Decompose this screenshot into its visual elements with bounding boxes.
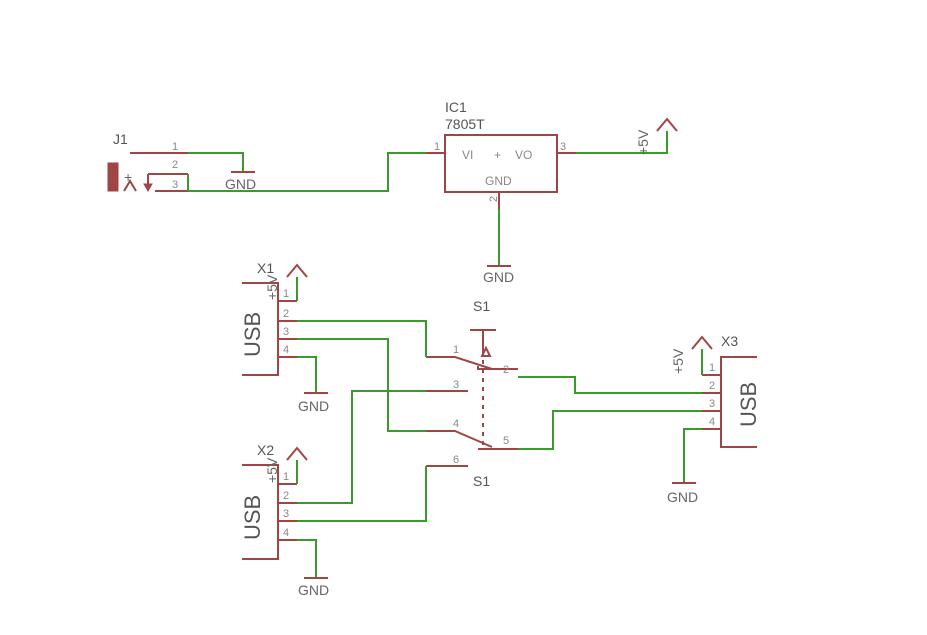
j1-pin1: 1: [172, 141, 178, 153]
wire-j1-gnd[interactable]: [188, 152, 244, 172]
ic1-pin2: 2: [488, 196, 500, 202]
x1-vcc-supply: +5V: [264, 263, 308, 300]
x3-pin4: 4: [709, 416, 715, 428]
x1-gnd-label: GND: [298, 398, 329, 414]
x2-pin2: 2: [283, 490, 289, 502]
ic1-vcc-supply: +5V: [635, 117, 678, 155]
x1-pin-lines: [278, 300, 297, 358]
wire-s1p2-x3d2[interactable]: [518, 376, 702, 394]
x3-pin-lines: [702, 374, 721, 430]
x1-pin3: 3: [283, 326, 289, 338]
j1-plus: +: [124, 169, 132, 185]
x3-body: [720, 356, 757, 448]
ic1-gnd-label: GND: [483, 269, 514, 285]
j1-pin3: 3: [172, 179, 178, 191]
s1-pole1-mark: [480, 345, 492, 357]
s1-pole2: [426, 430, 518, 450]
s1-switch[interactable]: S1 S1 1 2 3 4 5 6: [426, 298, 518, 489]
s1-pin3: 3: [453, 379, 459, 391]
s1-name-bottom: S1: [473, 473, 490, 489]
x1-pin1: 1: [283, 288, 289, 300]
ic1-pin1: 1: [434, 141, 440, 153]
x3-pin2: 2: [709, 380, 715, 392]
ic1-value: 7805T: [445, 116, 485, 132]
x1-usb-label: USB: [240, 312, 265, 357]
wire-x2d3-s1p6[interactable]: [297, 466, 427, 522]
x2-gnd-supply: GND: [298, 577, 329, 598]
x2-vcc-label: +5V: [264, 457, 280, 483]
x2-body: [242, 464, 279, 560]
x1-body: [242, 282, 279, 376]
x3-pin3: 3: [709, 398, 715, 410]
wire-x3-gnd[interactable]: [683, 428, 702, 483]
x1-name: X1: [257, 260, 274, 276]
x3-name: X3: [721, 333, 738, 349]
x2-name: X2: [257, 442, 274, 458]
j1-name: J1: [113, 131, 128, 147]
wire-x2d2-s1p3[interactable]: [297, 390, 426, 504]
s1-pin6: 6: [453, 454, 459, 466]
x2-vcc-supply: +5V: [264, 446, 308, 483]
j1-arrow-icon: [143, 183, 153, 193]
ic1-plus: +: [494, 148, 501, 162]
x2-usb[interactable]: X2 USB 1 2 3 4: [240, 442, 297, 560]
x1-pin4: 4: [283, 344, 289, 356]
ic1-name: IC1: [445, 99, 467, 115]
ic1-vout-label: +5V: [635, 129, 651, 155]
ic1-vo: VO: [515, 148, 532, 162]
x1-pin2: 2: [283, 308, 289, 320]
ic1-body: [444, 134, 558, 193]
j1-pin2: 2: [172, 159, 178, 171]
x3-vcc-label: +5V: [670, 348, 686, 374]
s1-name-top: S1: [473, 298, 490, 314]
s1-pole1: [426, 356, 518, 370]
x1-usb[interactable]: X1 USB 1 2 3 4: [240, 260, 297, 376]
x2-pin3: 3: [283, 508, 289, 520]
s1-actuator: [470, 329, 496, 356]
x2-usb-label: USB: [240, 495, 265, 540]
wire-ic1-vout[interactable]: [576, 131, 668, 154]
j1-body: [107, 162, 119, 192]
ic1-vi: VI: [462, 148, 473, 162]
wire-x1-gnd[interactable]: [297, 356, 317, 393]
x3-gnd-supply: GND: [667, 482, 698, 505]
s1-pin4: 4: [453, 418, 459, 430]
x1-gnd-supply: GND: [298, 392, 329, 414]
vcc-arrow-icon: [656, 117, 678, 132]
vcc-arrow-icon: [691, 335, 713, 350]
s1-pin5: 5: [503, 435, 509, 447]
x2-pin4: 4: [283, 527, 289, 539]
x2-gnd-label: GND: [298, 582, 329, 598]
ic1-pin3: 3: [560, 141, 566, 153]
wire-x1d2-s1p1[interactable]: [297, 320, 427, 357]
j1-jack[interactable]: J1 + 1 2 3: [107, 131, 188, 193]
x3-vcc-supply: +5V: [670, 335, 713, 374]
j1-gnd-label: GND: [225, 176, 256, 192]
ic1-regulator[interactable]: IC1 7805T VI VO + GND 1 3 2: [426, 99, 576, 209]
vcc-arrow-icon: [286, 446, 308, 461]
x2-pin-lines: [278, 483, 297, 541]
x3-gnd-label: GND: [667, 489, 698, 505]
x2-pin1: 1: [283, 471, 289, 483]
s1-pin1: 1: [453, 344, 459, 356]
wire-s1p5-x3d3[interactable]: [518, 410, 702, 450]
wire-x2-gnd[interactable]: [297, 539, 317, 578]
ic1-gnd-supply: GND: [483, 265, 514, 285]
ic1-gnd: GND: [485, 174, 512, 188]
x3-usb-label: USB: [736, 382, 761, 427]
j1-contact: [123, 179, 137, 192]
wire-x1d3-s1p4[interactable]: [297, 338, 426, 432]
j1-gnd-supply: GND: [225, 171, 256, 192]
x1-vcc-label: +5V: [264, 274, 280, 300]
x3-pin1: 1: [709, 362, 715, 374]
vcc-arrow-icon: [286, 263, 308, 278]
s1-pin2: 2: [503, 364, 509, 376]
x3-usb[interactable]: X3 USB 1 2 3 4: [702, 333, 761, 448]
wire-j1-vi[interactable]: [188, 152, 426, 192]
